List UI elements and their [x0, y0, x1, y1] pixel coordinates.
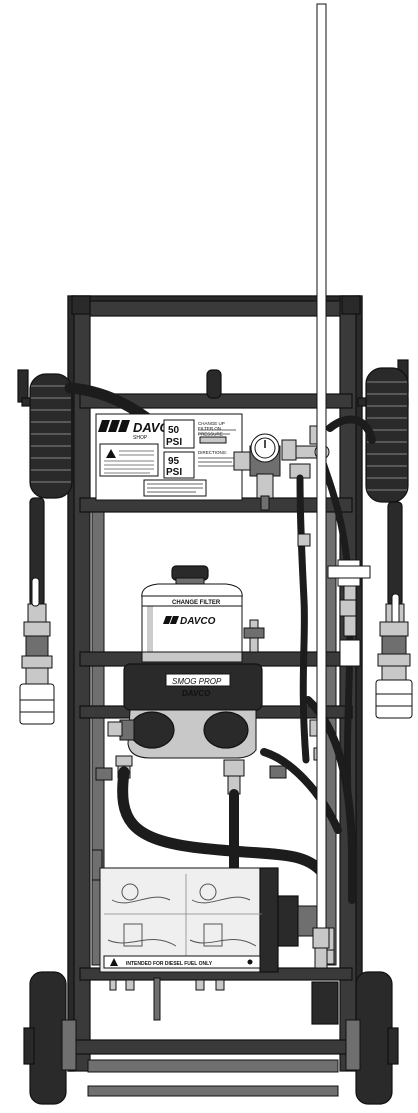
left-reel-bracket — [17, 369, 29, 403]
motor-endcap — [277, 895, 299, 947]
psi-top-unit: PSI — [166, 437, 182, 448]
handle-knob — [206, 369, 222, 399]
right-wheel — [345, 971, 399, 1105]
right-lower-hose — [304, 696, 356, 904]
pump-label-plate — [165, 673, 231, 687]
right-return-hose-a — [296, 474, 310, 764]
right-reel-coil — [365, 367, 409, 503]
right-tire — [355, 971, 393, 1105]
psi-bottom-box — [163, 451, 195, 479]
left-swivel — [27, 603, 47, 623]
pump-top-ring — [123, 663, 263, 711]
left-valve-lever[interactable] — [31, 577, 40, 607]
right-valve-lever[interactable] — [391, 593, 400, 625]
left-tire — [29, 971, 67, 1105]
pump-side-hose — [260, 748, 342, 834]
panel-wrench-icon — [199, 436, 227, 444]
left-hose-reel — [17, 369, 73, 725]
warning-box — [99, 443, 159, 477]
pump-lower-hose — [117, 766, 326, 876]
right-hose-reel — [357, 359, 413, 719]
panel-logo-sub: SHOP — [133, 435, 148, 441]
filter-logo: DAVCO — [180, 616, 216, 627]
filter-label: CHANGE FILTER — [172, 600, 221, 606]
psi-bottom-unit: PSI — [166, 467, 182, 478]
dip-tube-pipe — [316, 3, 327, 935]
pump-head: SMOG PROP DAVCO — [107, 663, 263, 759]
axle-bar — [35, 1039, 383, 1055]
left-wheel — [23, 971, 77, 1105]
regulator — [256, 473, 274, 499]
pump-right-lobe — [203, 711, 249, 749]
pump-logo: DAVCO — [182, 689, 211, 698]
base-bar — [87, 1059, 339, 1073]
psi-top-box — [163, 419, 195, 449]
drain-block — [311, 981, 339, 1025]
base-foot-bar — [87, 1085, 339, 1097]
left-reel-coil — [29, 373, 73, 499]
manifold-inlet — [233, 451, 251, 471]
filter-drain-valve[interactable] — [243, 627, 265, 639]
pump-outlet-fitting — [223, 759, 245, 777]
filter-housing: CHANGE FILTER DAVCO — [141, 565, 243, 663]
motor-box-footer — [103, 955, 261, 969]
left-nozzle[interactable] — [19, 683, 55, 725]
right-hanging-hose — [387, 501, 403, 607]
panel-note-mid: DIRECTIONS: — [198, 450, 227, 455]
motor-box: INTENDED FOR DIESEL FUEL ONLY — [91, 849, 279, 973]
manifold-assembly — [233, 425, 330, 511]
motor-box-footer-text: INTENDED FOR DIESEL FUEL ONLY — [126, 961, 213, 967]
cart-frame — [35, 295, 383, 1097]
pump-left-lobe — [129, 711, 175, 749]
psi-bottom-value: 95 — [168, 456, 180, 467]
right-reel-feed-hose — [326, 415, 376, 444]
psi-top-value: 50 — [168, 425, 180, 436]
dip-tube — [312, 3, 330, 969]
right-nozzle[interactable] — [375, 679, 413, 719]
pump-label: SMOG PROP — [172, 677, 222, 686]
filter-label-band — [141, 595, 243, 607]
manifold-outlet — [281, 439, 297, 461]
